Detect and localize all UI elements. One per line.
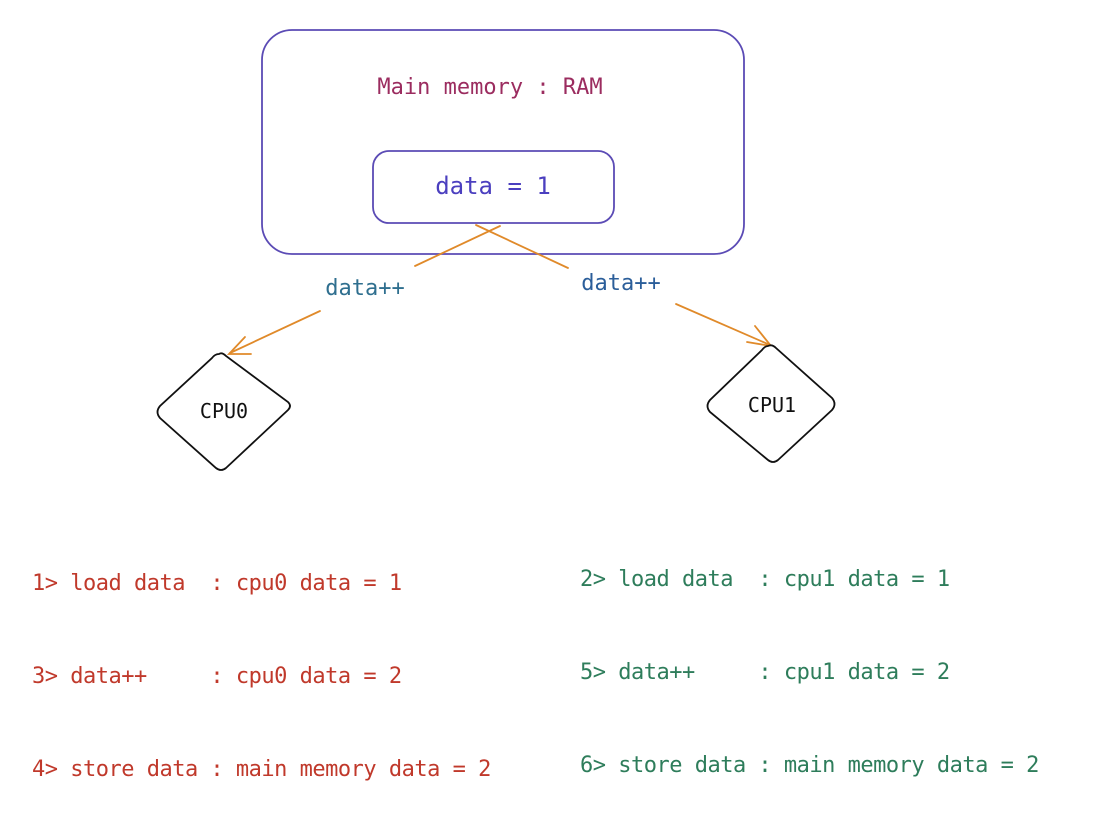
main-memory-label: Main memory : RAM bbox=[377, 75, 602, 100]
arrow-to-cpu1 bbox=[675, 303, 771, 346]
edge-label-left: data++ bbox=[325, 276, 404, 301]
cpu1-step: 2> load data : cpu1 data = 1 bbox=[580, 567, 950, 592]
cpu0-steps: 1> load data : cpu0 data = 1 3> data++ :… bbox=[32, 506, 491, 816]
memory-diagram: Main memory : RAM data = 1 data++ data++… bbox=[156, 29, 836, 471]
arrow-head-cpu0 bbox=[226, 336, 252, 355]
data-cell-box bbox=[372, 150, 615, 224]
edge-label-right: data++ bbox=[581, 271, 660, 296]
cpu0-step: 4> store data : main memory data = 2 bbox=[32, 757, 491, 782]
cpu0-step: 1> load data : cpu0 data = 1 bbox=[32, 571, 402, 596]
cpu0-label: CPU0 bbox=[200, 399, 248, 423]
line-to-cpu0-upper bbox=[414, 225, 501, 267]
main-memory-box bbox=[261, 29, 745, 255]
line-to-cpu1-upper bbox=[475, 224, 569, 269]
cpu0-step: 3> data++ : cpu0 data = 2 bbox=[32, 664, 402, 689]
cpu1-steps: 2> load data : cpu1 data = 1 5> data++ :… bbox=[580, 502, 1039, 812]
arrows bbox=[226, 224, 774, 355]
data-cell-label: data = 1 bbox=[435, 172, 551, 200]
cpu1-step: 5> data++ : cpu1 data = 2 bbox=[580, 660, 950, 685]
arrow-to-cpu0 bbox=[229, 310, 321, 354]
cpu0-node bbox=[156, 352, 291, 471]
cpu1-label: CPU1 bbox=[748, 393, 796, 417]
cpu1-node bbox=[706, 344, 836, 463]
cpu1-step: 6> store data : main memory data = 2 bbox=[580, 753, 1039, 778]
